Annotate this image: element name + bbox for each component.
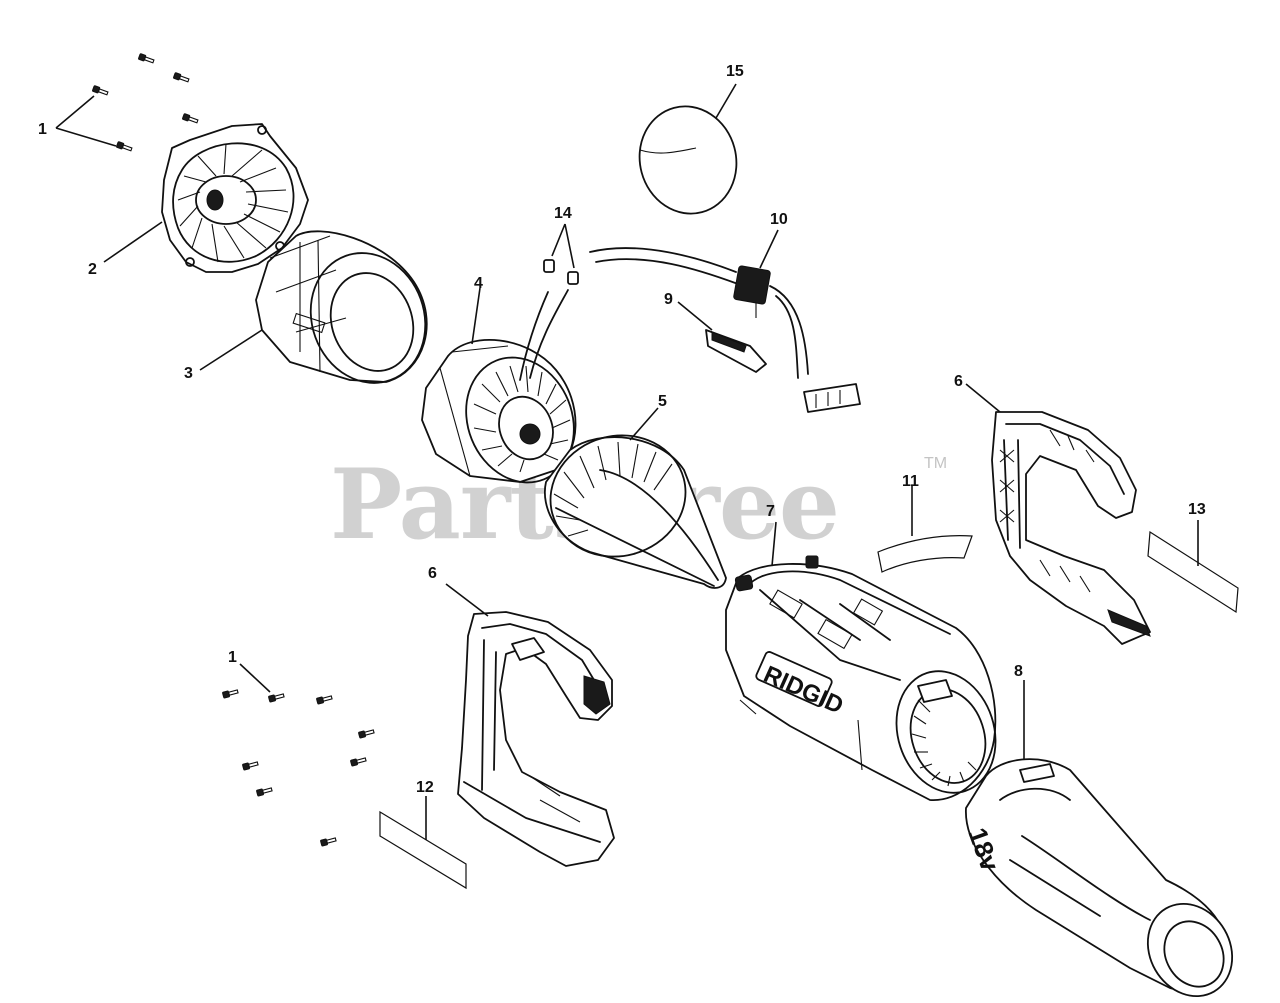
part-4-motor[interactable] bbox=[421, 289, 592, 499]
part-6-handle-half-right[interactable] bbox=[991, 411, 1151, 645]
part-6-handle-half-left[interactable] bbox=[457, 611, 615, 867]
part-8-blower-nozzle[interactable]: 18v bbox=[962, 758, 1248, 1003]
leader-6-right bbox=[965, 383, 1001, 413]
leader-14 bbox=[551, 223, 575, 269]
leader-10 bbox=[759, 229, 779, 269]
callout-15[interactable]: 15 bbox=[726, 63, 744, 80]
part-10-switch-harness[interactable] bbox=[589, 247, 861, 413]
part-1-screws-bottom[interactable] bbox=[222, 689, 375, 847]
callout-4[interactable]: 4 bbox=[474, 275, 483, 292]
part-9-trigger[interactable] bbox=[705, 329, 767, 373]
part-3-fan-housing[interactable] bbox=[255, 230, 443, 399]
callout-14[interactable]: 14 bbox=[554, 205, 572, 222]
callout-1-bottom[interactable]: 1 bbox=[228, 649, 237, 666]
callout-8[interactable]: 8 bbox=[1014, 663, 1023, 680]
leader-1-bottom bbox=[239, 663, 271, 693]
callout-13[interactable]: 13 bbox=[1188, 501, 1206, 518]
part-15-band[interactable] bbox=[628, 95, 749, 224]
callout-6-left[interactable]: 6 bbox=[428, 565, 437, 582]
part-11-label[interactable] bbox=[877, 535, 973, 573]
callout-7[interactable]: 7 bbox=[766, 503, 775, 520]
callout-9[interactable]: 9 bbox=[664, 291, 673, 308]
part-14-wire-terminals[interactable] bbox=[543, 259, 579, 285]
callout-2[interactable]: 2 bbox=[88, 261, 97, 278]
leader-15 bbox=[715, 83, 737, 119]
part-5-fan-cone[interactable] bbox=[537, 420, 727, 589]
watermark-trademark: TM bbox=[924, 455, 947, 472]
leader-5 bbox=[629, 407, 659, 441]
part-12-label[interactable] bbox=[379, 810, 467, 890]
leader-9 bbox=[677, 301, 713, 331]
part-13-label[interactable] bbox=[1147, 530, 1239, 614]
leader-6-left bbox=[445, 583, 489, 617]
leader-2 bbox=[103, 221, 163, 263]
part-1-screws-top[interactable] bbox=[92, 53, 199, 152]
callout-3[interactable]: 3 bbox=[184, 365, 193, 382]
part-7-main-housing[interactable]: RIDGID bbox=[725, 555, 1011, 806]
callout-6-right[interactable]: 6 bbox=[954, 373, 963, 390]
callout-12[interactable]: 12 bbox=[416, 779, 434, 796]
callout-11[interactable]: 11 bbox=[902, 473, 919, 490]
leader-3 bbox=[199, 329, 263, 371]
callout-5[interactable]: 5 bbox=[658, 393, 667, 410]
leader-1-top bbox=[55, 95, 117, 147]
leader-4 bbox=[471, 287, 481, 345]
leader-7 bbox=[771, 521, 777, 567]
callout-1-top[interactable]: 1 bbox=[38, 121, 47, 138]
callout-10[interactable]: 10 bbox=[770, 211, 788, 228]
